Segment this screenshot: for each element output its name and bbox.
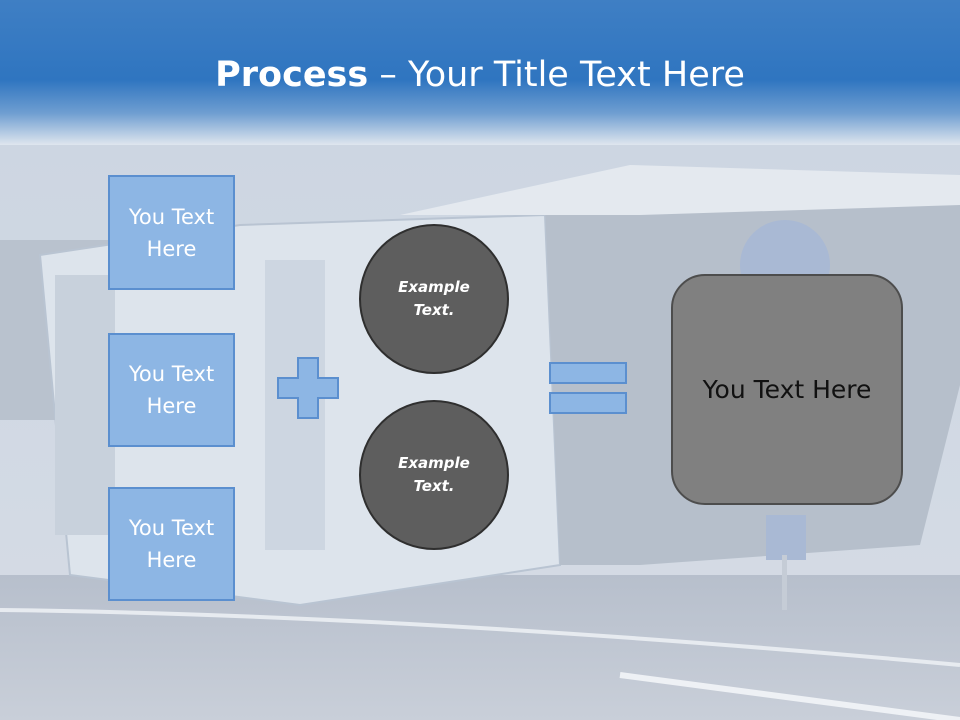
input-box-2-label: You Text Here: [128, 362, 215, 418]
result-box[interactable]: You Text Here: [671, 274, 903, 505]
example-circle-2[interactable]: Example Text.: [359, 400, 509, 550]
header-band: [0, 0, 960, 145]
input-box-1-label: You Text Here: [128, 204, 215, 261]
title-rest: Your Title Text Here: [407, 55, 745, 95]
example-circle-2-label: Example Text.: [398, 454, 470, 495]
example-circle-1-label: Example Text.: [398, 278, 470, 319]
example-circle-1[interactable]: Example Text.: [359, 224, 509, 374]
plus-icon: [277, 357, 339, 419]
input-box-3-label: You Text Here: [128, 516, 215, 572]
result-box-label: You Text Here: [702, 375, 872, 404]
input-box-1[interactable]: You Text Here: [108, 175, 235, 290]
title-bold: Process: [215, 55, 369, 95]
input-box-2[interactable]: You Text Here: [108, 333, 235, 447]
input-box-3[interactable]: You Text Here: [108, 487, 235, 601]
slide-title[interactable]: Process – Your Title Text Here: [0, 52, 960, 98]
title-dash: –: [368, 55, 408, 95]
equals-icon: [549, 362, 627, 414]
